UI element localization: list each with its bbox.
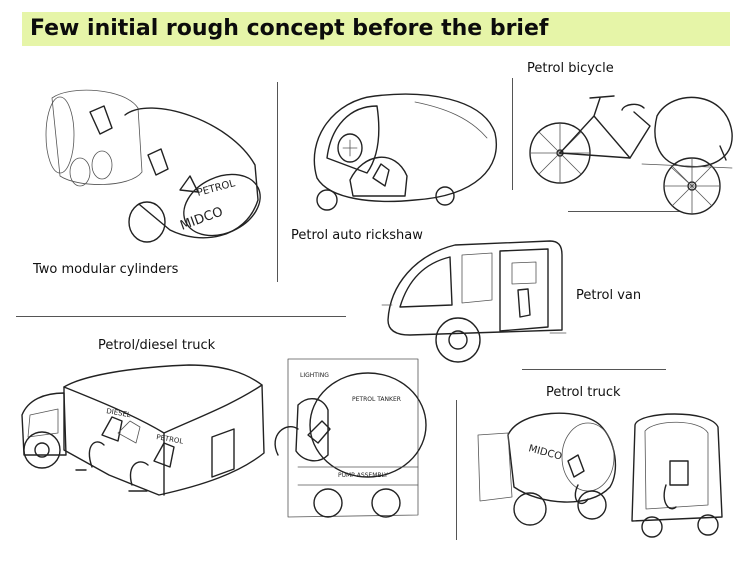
cylinders-sketch: PETROL MIDCO (45, 89, 261, 243)
cylinder-petrol-text: PETROL (196, 178, 237, 199)
divider-vertical-2 (512, 78, 513, 190)
title-bar: Few initial rough concept before the bri… (22, 12, 730, 46)
divider-horizontal-left (16, 316, 346, 317)
divider-vertical-3 (456, 400, 457, 540)
petrol-tanker-text: PETROL TANKER (352, 396, 401, 403)
caption-bicycle: Petrol bicycle (527, 61, 614, 76)
tank-brand-text: MIDCO (527, 443, 563, 462)
caption-cylinders: Two modular cylinders (33, 262, 179, 277)
divider-short (568, 211, 680, 212)
van-sketch (381, 240, 567, 363)
page-title: Few initial rough concept before the bri… (30, 16, 549, 41)
divider-horizontal-right (522, 369, 666, 370)
pump-assembly-text: PUMP ASSEMBLY (338, 472, 388, 479)
petrol-truck-sketch: MIDCO (477, 412, 723, 538)
divider-vertical-1 (277, 82, 278, 282)
rickshaw-sketch (313, 93, 497, 211)
caption-van: Petrol van (576, 288, 642, 303)
caption-rickshaw: Petrol auto rickshaw (291, 228, 423, 243)
tanker-side-sketch: LIGHTING PETROL TANKER PUMP ASSEMBLY (274, 358, 427, 518)
lighting-text: LIGHTING (300, 372, 329, 379)
bicycle-sketch (529, 95, 733, 215)
caption-truck: Petrol truck (546, 385, 621, 400)
truck-petrol-label-text: PETROL (156, 433, 184, 446)
diesel-truck-sketch: DIESEL PETROL (21, 364, 265, 496)
caption-diesel-truck: Petrol/diesel truck (98, 338, 216, 353)
cylinder-brand-text: MIDCO (178, 204, 225, 233)
diesel-label-text: DIESEL (106, 407, 132, 419)
